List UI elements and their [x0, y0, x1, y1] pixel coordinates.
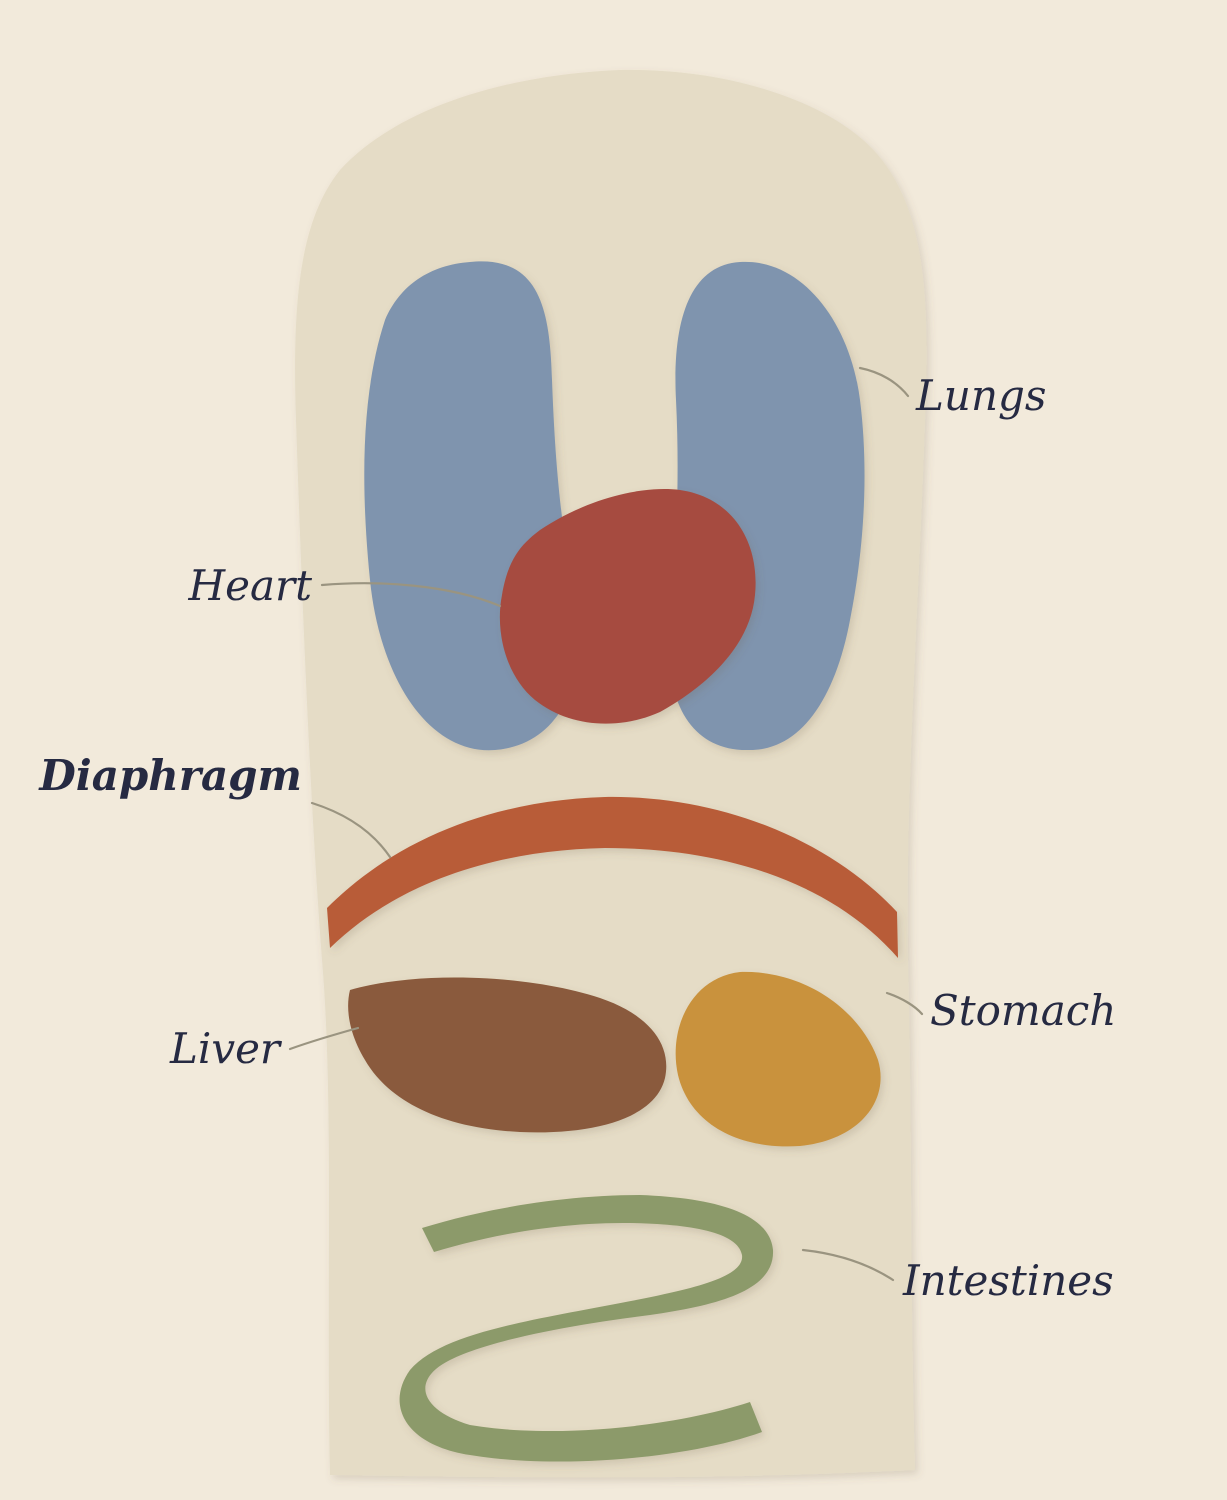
torso-body: [295, 69, 927, 1478]
liver-label: Liver: [169, 1024, 283, 1073]
intestines-label: Intestines: [902, 1256, 1114, 1305]
heart-leader-line: [320, 582, 502, 608]
diaphragm-label: Diaphragm: [38, 751, 302, 800]
intestines-leader-line: [801, 1248, 895, 1282]
heart-label: Heart: [188, 561, 313, 610]
liver-leader-line: [288, 1026, 360, 1051]
lungs-label: Lungs: [915, 371, 1046, 420]
diaphragm: [327, 796, 898, 958]
lungs-leader-line: [858, 366, 910, 398]
intestines: [399, 1195, 774, 1462]
stomach-label: Stomach: [930, 986, 1116, 1035]
liver: [348, 977, 667, 1133]
stomach: [675, 971, 881, 1147]
diaphragm-leader-line: [310, 801, 392, 859]
heart: [499, 489, 756, 724]
stomach-leader-line: [885, 991, 924, 1016]
